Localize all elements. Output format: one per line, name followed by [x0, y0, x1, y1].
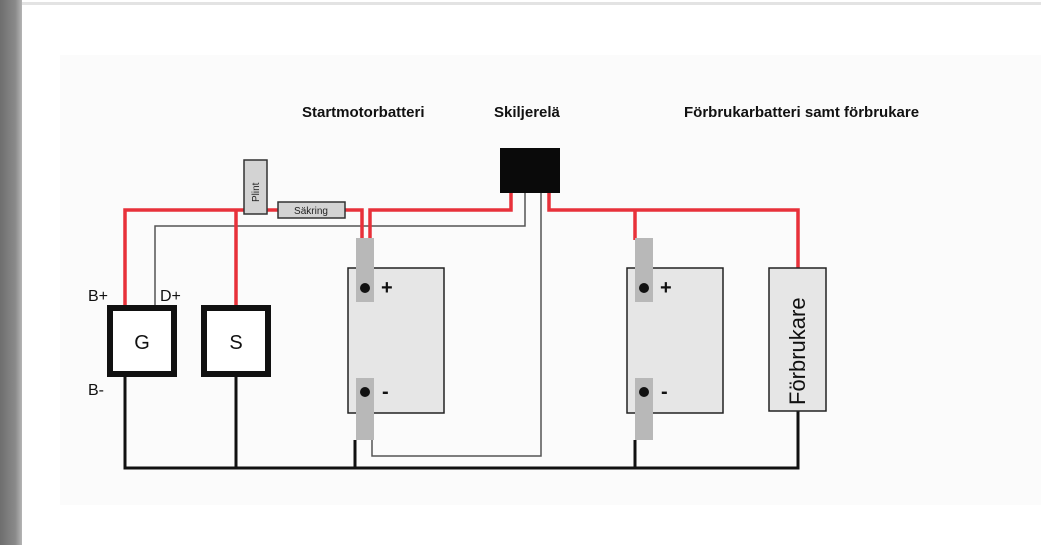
generator-b-minus-label: B-: [88, 382, 104, 399]
consumer-battery-plus-label: +: [660, 277, 672, 299]
signal-wires: [154, 193, 542, 457]
top-divider: [22, 2, 1041, 5]
positive-start-to-relay: [368, 193, 513, 238]
terminal-block: [243, 159, 268, 215]
start-battery-minus-post: [360, 387, 370, 397]
left-window-edge: [0, 0, 22, 545]
starter-box: [201, 305, 271, 377]
heading-relay: Skiljerelä: [494, 104, 561, 121]
relay-ground-wire: [371, 193, 542, 457]
consumer-label: Förbrukare: [785, 297, 810, 405]
fuse-label: Säkring: [294, 206, 328, 217]
consumer-box: [768, 267, 827, 412]
generator-d-plus-label: D+: [160, 288, 181, 305]
consumer-battery-minus-label: -: [661, 381, 668, 403]
consumer-battery-minus-post: [639, 387, 649, 397]
positive-relay-to-consumer: [547, 193, 800, 270]
start-battery-minus-label: -: [382, 381, 389, 403]
generator-box: [107, 305, 177, 377]
generator-b-plus-label: B+: [88, 288, 108, 305]
heading-start-battery: Startmotorbatteri: [302, 104, 425, 121]
terminal-block-label: Plint: [251, 182, 262, 202]
starter-label: S: [229, 332, 242, 354]
heading-consumer-battery: Förbrukarbatteri samt förbrukare: [684, 104, 919, 121]
relay: [500, 148, 560, 193]
diagram-background: [60, 55, 1041, 505]
start-battery-plus-post: [360, 283, 370, 293]
d-plus-signal-wire: [154, 193, 526, 307]
ground-wires: [123, 375, 800, 470]
fuse: [277, 201, 346, 219]
consumer-battery-plus-post: [639, 283, 649, 293]
ground-bus: [123, 375, 800, 470]
generator-label: G: [134, 332, 150, 354]
start-battery-plus-label: +: [381, 277, 393, 299]
